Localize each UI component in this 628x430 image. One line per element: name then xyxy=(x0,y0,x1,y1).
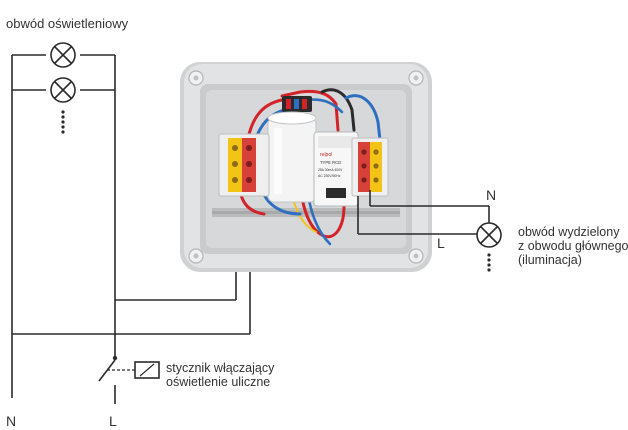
right-terminal-block xyxy=(351,137,389,197)
rcd-brand: relpol xyxy=(320,152,332,158)
left-terminal-block xyxy=(218,133,270,197)
right-circuit-wires xyxy=(357,190,490,235)
contactor-switch-icon xyxy=(98,355,160,404)
separated-circuit-label-line3: (iluminacja) xyxy=(518,253,582,267)
capacitor xyxy=(267,111,317,203)
top-terminal-block xyxy=(282,96,312,112)
separated-circuit-label-line2: z obwodu głównego xyxy=(518,239,628,253)
lighting-circuit-label: obwód oświetleniowy xyxy=(6,16,129,31)
neutral-label: N xyxy=(6,413,16,429)
rcd-type: TYPE RCD xyxy=(320,160,341,165)
neutral-label-right: N xyxy=(486,187,496,203)
line-label-right: L xyxy=(437,235,445,251)
contactor-label-line2: oświetlenie uliczne xyxy=(166,375,270,389)
lamp-icon xyxy=(50,77,76,103)
rcd-rating-2: AC 230V/50Hz xyxy=(318,174,341,178)
more-lamps-dots xyxy=(61,110,65,134)
contactor-label-line1: stycznik włączający xyxy=(166,361,275,375)
lamp-icon xyxy=(50,42,76,68)
separated-circuit-label-line1: obwód wydzielony xyxy=(518,225,620,239)
line-label: L xyxy=(109,413,117,429)
rcd-rating-1: 25A 30mA 400V xyxy=(318,168,343,172)
lamp-icon xyxy=(476,222,502,248)
more-lamps-dots xyxy=(487,253,491,272)
